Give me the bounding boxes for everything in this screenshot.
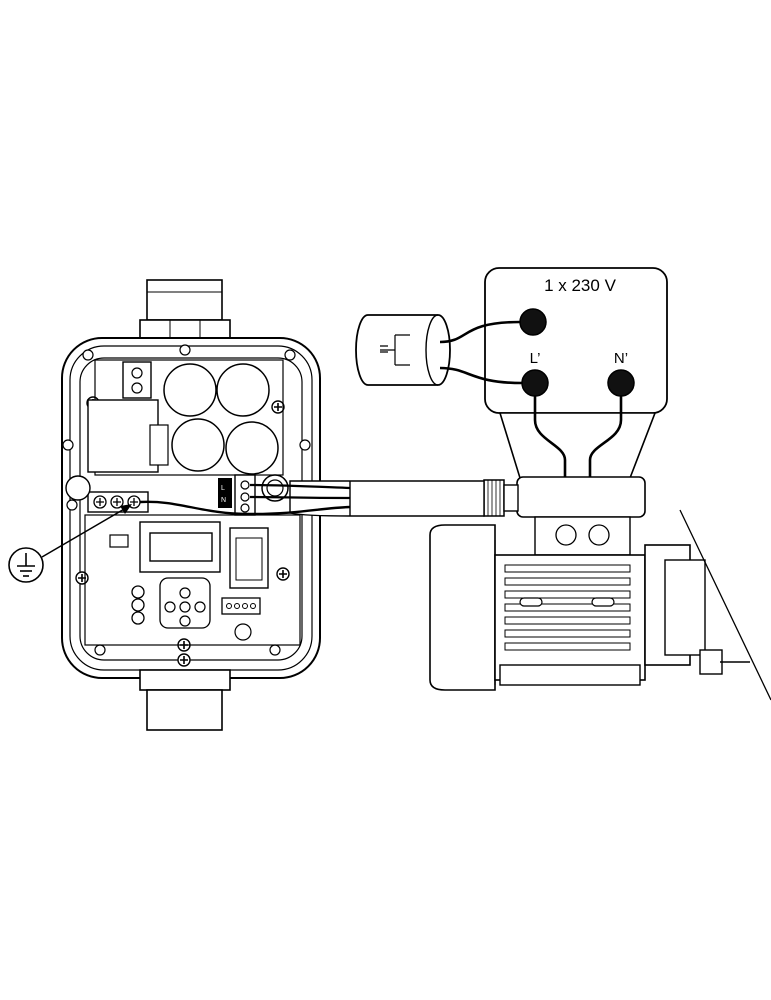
controller-terminal-n: N	[221, 497, 226, 504]
bottom-pipe-fitting	[139, 669, 231, 731]
earth-terminal-block	[87, 491, 149, 513]
motor-supply-wires	[533, 396, 623, 480]
control-board	[84, 514, 301, 646]
motor-power-cable	[139, 480, 485, 517]
terminal-l-prime-label: L’	[530, 350, 541, 367]
cable-gland	[65, 474, 289, 502]
motor-terminal-c	[519, 308, 547, 336]
voltage-label: 1 x 230 V	[544, 276, 616, 295]
terminal-n-prime-label: N’	[614, 350, 628, 367]
capacitor-wires	[439, 320, 523, 385]
filter-capacitors	[163, 363, 279, 475]
protective-earth-icon	[8, 547, 44, 583]
pump-motor	[429, 476, 771, 701]
pump-controller: L N	[61, 279, 321, 731]
capacitor-icon	[355, 314, 451, 386]
motor-cable-gland	[483, 479, 519, 517]
top-pipe-fitting	[139, 279, 231, 343]
controller-terminal-l: L	[221, 485, 225, 492]
power-compartment	[87, 359, 284, 476]
ground-pointer-arrow	[41, 504, 132, 558]
terminal-box: 1 x 230 V	[484, 267, 668, 479]
